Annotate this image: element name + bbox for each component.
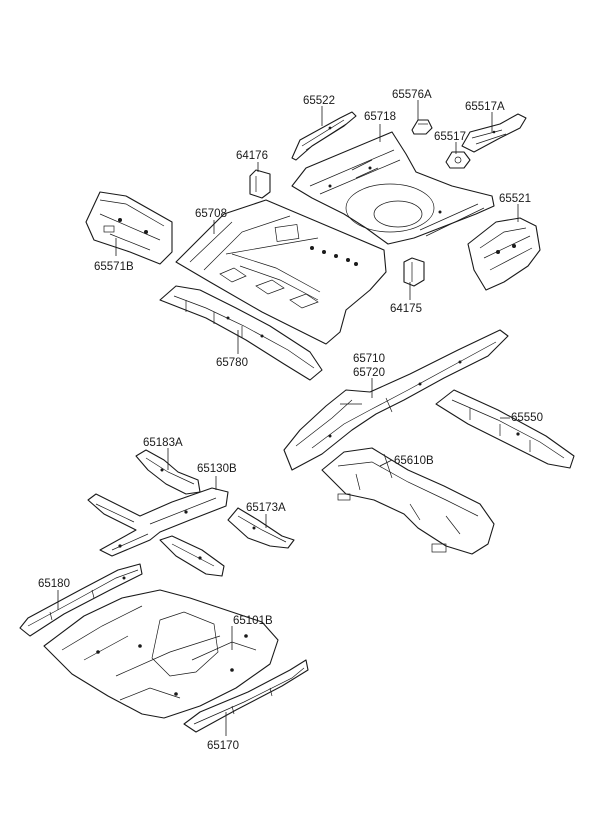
part-65610B bbox=[321, 447, 495, 555]
label-64175: 64175 bbox=[390, 303, 422, 315]
label-65521: 65521 bbox=[499, 193, 531, 205]
label-64176: 64176 bbox=[236, 150, 268, 162]
label-65180: 65180 bbox=[38, 578, 70, 590]
leader-lines bbox=[57, 100, 519, 736]
label-65130B: 65130B bbox=[197, 463, 237, 475]
part-64175 bbox=[403, 257, 425, 287]
part-65517 bbox=[445, 151, 471, 169]
part-64176 bbox=[249, 169, 271, 199]
label-65183A: 65183A bbox=[143, 437, 183, 449]
part-65522 bbox=[291, 111, 357, 161]
label-65170: 65170 bbox=[207, 740, 239, 752]
part-65550 bbox=[435, 389, 575, 469]
label-65720: 65720 bbox=[353, 367, 385, 379]
leader-65610B bbox=[379, 459, 393, 467]
label-65708: 65708 bbox=[195, 208, 227, 220]
part-65130B bbox=[87, 487, 229, 577]
part-65180 bbox=[19, 563, 143, 637]
label-65571B: 65571B bbox=[94, 261, 134, 273]
part-65173A bbox=[227, 507, 295, 549]
part-65576A bbox=[411, 119, 433, 135]
label-65576A: 65576A bbox=[392, 89, 432, 101]
label-65173A: 65173A bbox=[246, 502, 286, 514]
part-65521 bbox=[467, 217, 541, 291]
label-65710: 65710 bbox=[353, 353, 385, 365]
part-65708 bbox=[175, 199, 387, 345]
part-65710-65720 bbox=[283, 329, 509, 471]
label-65101B: 65101B bbox=[233, 615, 273, 627]
part-65718 bbox=[291, 131, 495, 245]
label-65517A: 65517A bbox=[465, 101, 505, 113]
label-65718: 65718 bbox=[364, 111, 396, 123]
part-labels: 65522 65576A 65718 65517A 65517 64176 65… bbox=[38, 89, 543, 752]
part-65101B bbox=[43, 589, 279, 719]
label-65780: 65780 bbox=[216, 357, 248, 369]
label-65550: 65550 bbox=[511, 412, 543, 424]
part-65517A bbox=[461, 113, 527, 153]
part-65780 bbox=[159, 285, 323, 381]
label-65517: 65517 bbox=[434, 131, 466, 143]
label-65610B: 65610B bbox=[394, 455, 434, 467]
part-65571B bbox=[85, 191, 173, 265]
part-65183A bbox=[135, 449, 201, 495]
label-65522: 65522 bbox=[303, 95, 335, 107]
part-65170 bbox=[183, 659, 309, 733]
